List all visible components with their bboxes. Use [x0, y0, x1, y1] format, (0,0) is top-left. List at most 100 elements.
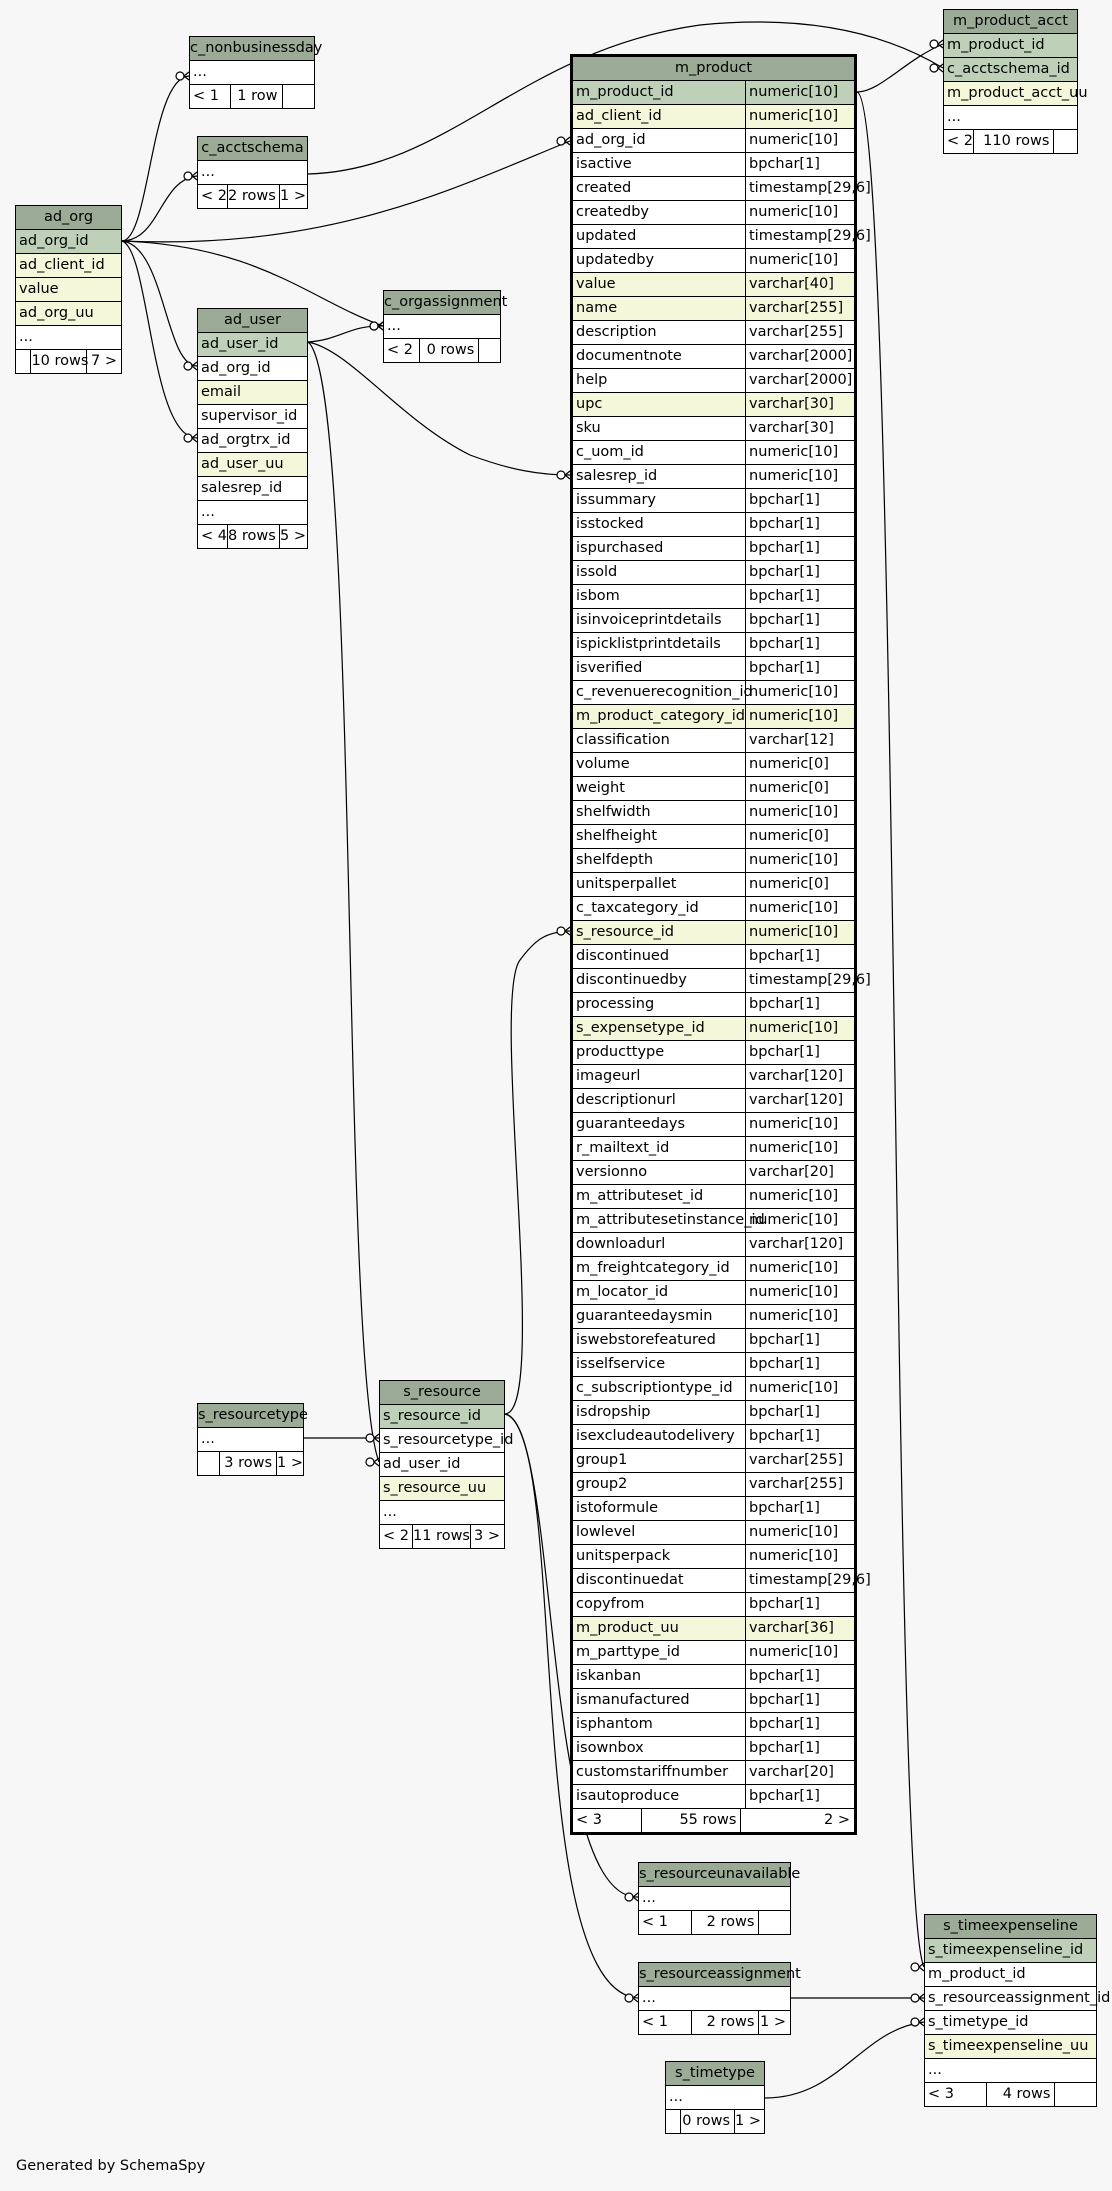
table-title[interactable]: c_nonbusinessday	[190, 37, 322, 61]
table-row[interactable]: ...	[925, 2059, 1096, 2083]
table-row[interactable]: m_product_id	[925, 1963, 1096, 1987]
table-title[interactable]: s_timeexpenseline	[925, 1915, 1096, 1939]
parent-count[interactable]: < 3	[573, 1809, 642, 1832]
table-title[interactable]: c_acctschema	[198, 137, 307, 161]
table-row[interactable]: ad_user_uu	[198, 453, 307, 477]
table-row[interactable]: s_resourceassignment_id	[925, 1987, 1110, 2011]
table-row[interactable]: salesrep_id	[198, 477, 307, 501]
table-row[interactable]: ...	[666, 2086, 764, 2110]
table-title[interactable]: s_timetype	[666, 2062, 764, 2086]
table-row[interactable]: ad_client_id	[16, 254, 121, 278]
table-row[interactable]: value	[16, 278, 121, 302]
parent-count[interactable]: < 2	[944, 130, 974, 153]
table-row[interactable]: m_product_acct_uu	[944, 82, 1088, 106]
child-count[interactable]	[283, 85, 315, 108]
table-row[interactable]: ...	[380, 1501, 504, 1525]
child-count[interactable]: 1 >	[735, 2113, 761, 2129]
table-row[interactable]: ...	[944, 106, 1077, 130]
table-row[interactable]: m_product_id	[944, 34, 1077, 58]
parent-count[interactable]: < 2	[198, 185, 228, 208]
parent-count[interactable]: < 2	[384, 339, 421, 362]
parent-count[interactable]	[666, 2110, 681, 2133]
parent-count[interactable]: < 2	[380, 1525, 413, 1548]
child-count[interactable]: 2 >	[824, 1812, 850, 1828]
table-row[interactable]: s_timetype_id	[925, 2011, 1096, 2035]
table-title[interactable]: s_resource	[380, 1381, 504, 1405]
table-row[interactable]: ...	[198, 161, 307, 185]
parent-count[interactable]: < 1	[639, 1911, 693, 1934]
table-row[interactable]: ad_orgtrx_id	[198, 429, 307, 453]
table-title[interactable]: s_resourcetype	[198, 1404, 308, 1428]
child-count[interactable]: 3 >	[474, 1528, 500, 1544]
table-row[interactable]: ...	[384, 315, 500, 339]
table-row[interactable]: email	[198, 381, 307, 405]
table-title[interactable]: s_resourceassignment	[639, 1963, 801, 1987]
table-row[interactable]: ...	[639, 1887, 790, 1911]
parent-count[interactable]: < 1	[190, 85, 232, 108]
table-row[interactable]: ...	[190, 61, 314, 85]
child-count[interactable]	[1055, 2083, 1096, 2106]
table-title[interactable]: s_resourceunavailable	[639, 1863, 800, 1887]
parent-count[interactable]	[16, 350, 32, 373]
table-row[interactable]: s_resource_id	[380, 1405, 504, 1429]
table-title[interactable]: ad_user	[198, 309, 307, 333]
table-row[interactable]: ...	[639, 1987, 790, 2011]
table-row[interactable]: ...	[16, 326, 121, 350]
parent-count[interactable]	[198, 1452, 221, 1475]
child-count[interactable]: 1 >	[277, 1455, 303, 1471]
